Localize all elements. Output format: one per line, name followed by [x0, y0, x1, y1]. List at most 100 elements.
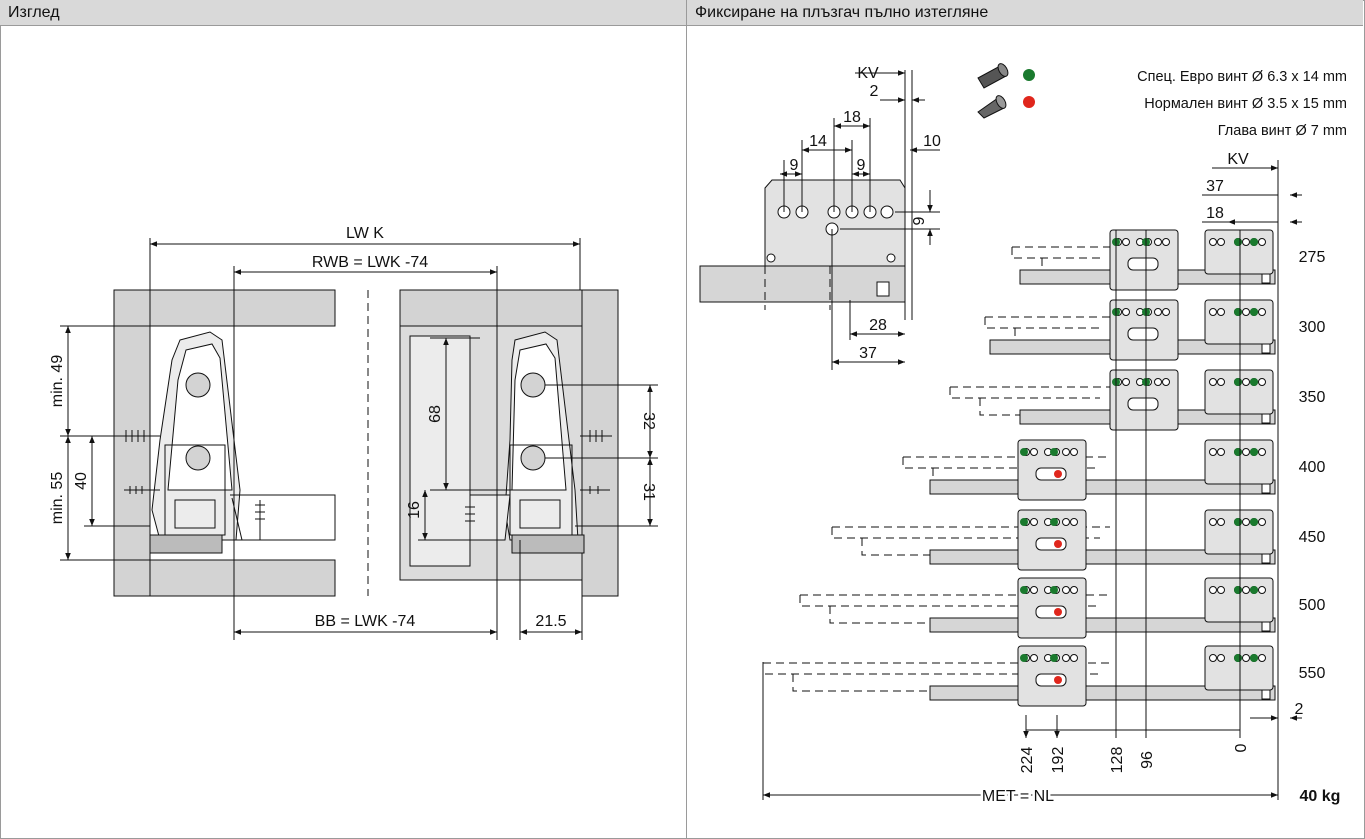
- left-panel-title: Изглед: [0, 0, 686, 26]
- screw-dot-green: [1050, 654, 1058, 662]
- detail-dim-37: 37: [859, 345, 877, 362]
- screw-dot-green: [1234, 586, 1242, 594]
- screw-dot-green: [1050, 448, 1058, 456]
- detail-dim-28: 28: [869, 317, 887, 334]
- screw-dot-red: [1054, 676, 1062, 684]
- detail-dim-9a: 9: [790, 157, 799, 174]
- cabinet-side-right: [399, 289, 619, 597]
- bracket-hole: [1217, 654, 1225, 662]
- bracket-hole: [1217, 378, 1225, 386]
- bracket-hole: [1242, 654, 1250, 662]
- bracket-hole: [1258, 378, 1266, 386]
- bracket-hole: [1242, 378, 1250, 386]
- screw-dot-green: [1020, 654, 1028, 662]
- screw-dot-green: [1250, 308, 1258, 316]
- pos-96-label: 96: [1139, 751, 1156, 769]
- bracket-hole: [1242, 518, 1250, 526]
- bracket-hole: [1154, 238, 1162, 246]
- bracket-hole: [1162, 378, 1170, 386]
- screw-dot-green: [1020, 586, 1028, 594]
- bracket-hole: [1209, 308, 1217, 316]
- adjust-slot: [1127, 327, 1159, 341]
- bracket-hole: [1209, 238, 1217, 246]
- dim-21-5-label: 21.5: [535, 613, 566, 630]
- bracket-hole: [1209, 654, 1217, 662]
- stack-kv-label: KV: [1227, 151, 1249, 168]
- bracket-hole: [1209, 448, 1217, 456]
- screw-dot-green: [1234, 518, 1242, 526]
- bracket-hole: [1258, 238, 1266, 246]
- slide-rail: [929, 549, 1276, 565]
- legend-head-screw-text: Глава винт Ø 7 mm: [1218, 123, 1347, 139]
- normal-screw-icon: [977, 95, 1007, 119]
- bracket-hole: [1217, 238, 1225, 246]
- slide-length-label: 400: [1299, 459, 1326, 476]
- slide-stop: [1261, 273, 1271, 284]
- bracket-hole: [1217, 518, 1225, 526]
- detail-dim-10: 10: [923, 133, 941, 150]
- bracket-hole: [1070, 654, 1078, 662]
- legend: [977, 63, 1035, 119]
- slide-stop: [1261, 553, 1271, 564]
- bracket-hole: [1062, 518, 1070, 526]
- bracket-hole: [1122, 238, 1130, 246]
- slide-length-label: 350: [1299, 389, 1326, 406]
- bracket-hole: [1062, 586, 1070, 594]
- bracket-hole: [1070, 586, 1078, 594]
- screw-dot-red: [1054, 608, 1062, 616]
- bottom-offset-label: 2: [1295, 701, 1304, 718]
- slide-rail: [929, 685, 1276, 701]
- slide-rail: [929, 617, 1276, 633]
- bracket-hole: [1242, 308, 1250, 316]
- rear-bracket: [1204, 229, 1274, 275]
- slide-length-label: 300: [1299, 319, 1326, 336]
- detail-dim-9c: 9: [911, 216, 928, 225]
- dim-68-label: 68: [427, 405, 444, 423]
- bracket-hole: [1030, 448, 1038, 456]
- rear-bracket: [1204, 299, 1274, 345]
- slide-stop: [1261, 483, 1271, 494]
- rwb-label: RWB = LWK -74: [312, 254, 428, 271]
- load-label: 40 kg: [1300, 788, 1341, 805]
- bracket-hole: [1122, 378, 1130, 386]
- bracket-hole: [1217, 308, 1225, 316]
- panel-divider: [686, 0, 687, 839]
- bb-label: BB = LWK -74: [315, 613, 416, 630]
- rear-bracket: [1204, 645, 1274, 691]
- legend-normal-screw-text: Нормален винт Ø 3.5 x 15 mm: [1144, 96, 1347, 112]
- slide-stop: [1261, 621, 1271, 632]
- slide-length-label: 275: [1299, 249, 1326, 266]
- screw-dot-green: [1250, 518, 1258, 526]
- rear-bracket: [1204, 509, 1274, 555]
- slide-length-label: 500: [1299, 597, 1326, 614]
- detail-dim-9b: 9: [857, 157, 866, 174]
- bracket-hole: [1154, 308, 1162, 316]
- bracket-hole: [1070, 448, 1078, 456]
- detail-dim-18: 18: [843, 109, 861, 126]
- screw-dot-green: [1234, 238, 1242, 246]
- screw-dot-green: [1020, 448, 1028, 456]
- bracket-hole: [1209, 378, 1217, 386]
- bracket-hole: [1162, 238, 1170, 246]
- screw-dot-green: [1234, 308, 1242, 316]
- screw-dot-green: [1250, 586, 1258, 594]
- bracket-hole: [1258, 308, 1266, 316]
- screw-dot-green: [1250, 654, 1258, 662]
- right-runner: [465, 331, 612, 554]
- screw-dot-red: [1054, 540, 1062, 548]
- detail-dim-14: 14: [809, 133, 827, 150]
- bracket-hole: [1209, 518, 1217, 526]
- screw-dot-green: [1234, 654, 1242, 662]
- screw-dot-green: [1050, 586, 1058, 594]
- pos-224-label: 224: [1019, 747, 1036, 774]
- bracket-hole: [1162, 308, 1170, 316]
- cabinet-side-left: [113, 289, 336, 597]
- slide-outline: [831, 526, 1200, 556]
- right-panel-title: Фиксиране на плъзгач пълно изтегляне: [686, 0, 1363, 26]
- bracket-hole: [1030, 654, 1038, 662]
- bracket-hole: [1258, 586, 1266, 594]
- bracket-hole: [1242, 448, 1250, 456]
- bracket-hole: [1154, 378, 1162, 386]
